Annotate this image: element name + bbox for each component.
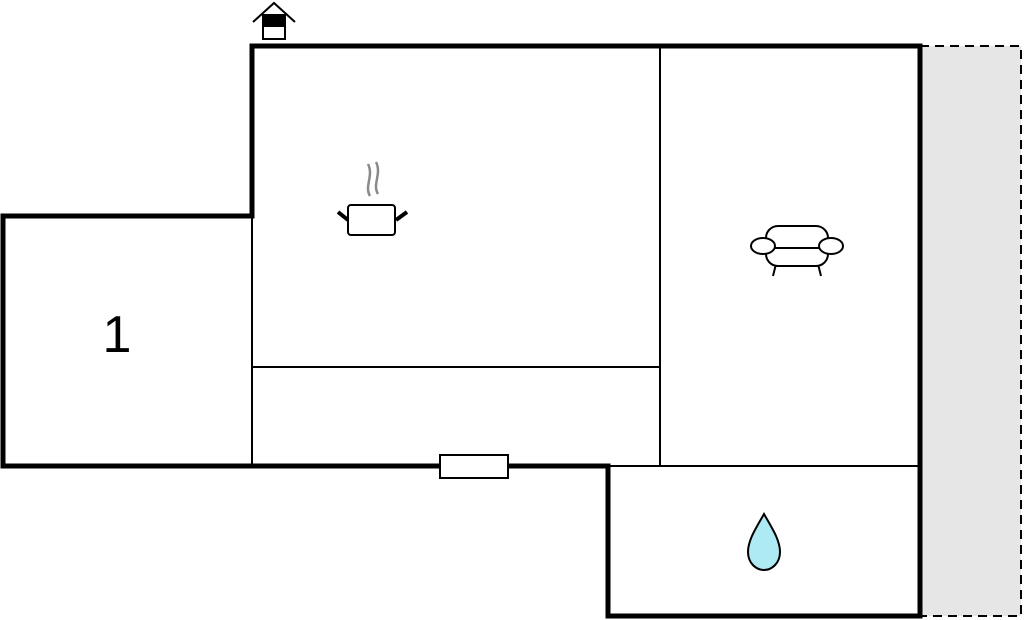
water-drop-icon — [746, 511, 782, 572]
cooking-pot-icon — [336, 161, 409, 236]
entrance-house-icon — [252, 1, 296, 40]
sofa-icon — [750, 225, 844, 277]
room-label-1: 1 — [103, 306, 132, 364]
terrace-area — [919, 45, 1022, 617]
interior-walls — [251, 46, 920, 467]
window — [439, 454, 509, 479]
exterior-walls — [0, 43, 923, 619]
